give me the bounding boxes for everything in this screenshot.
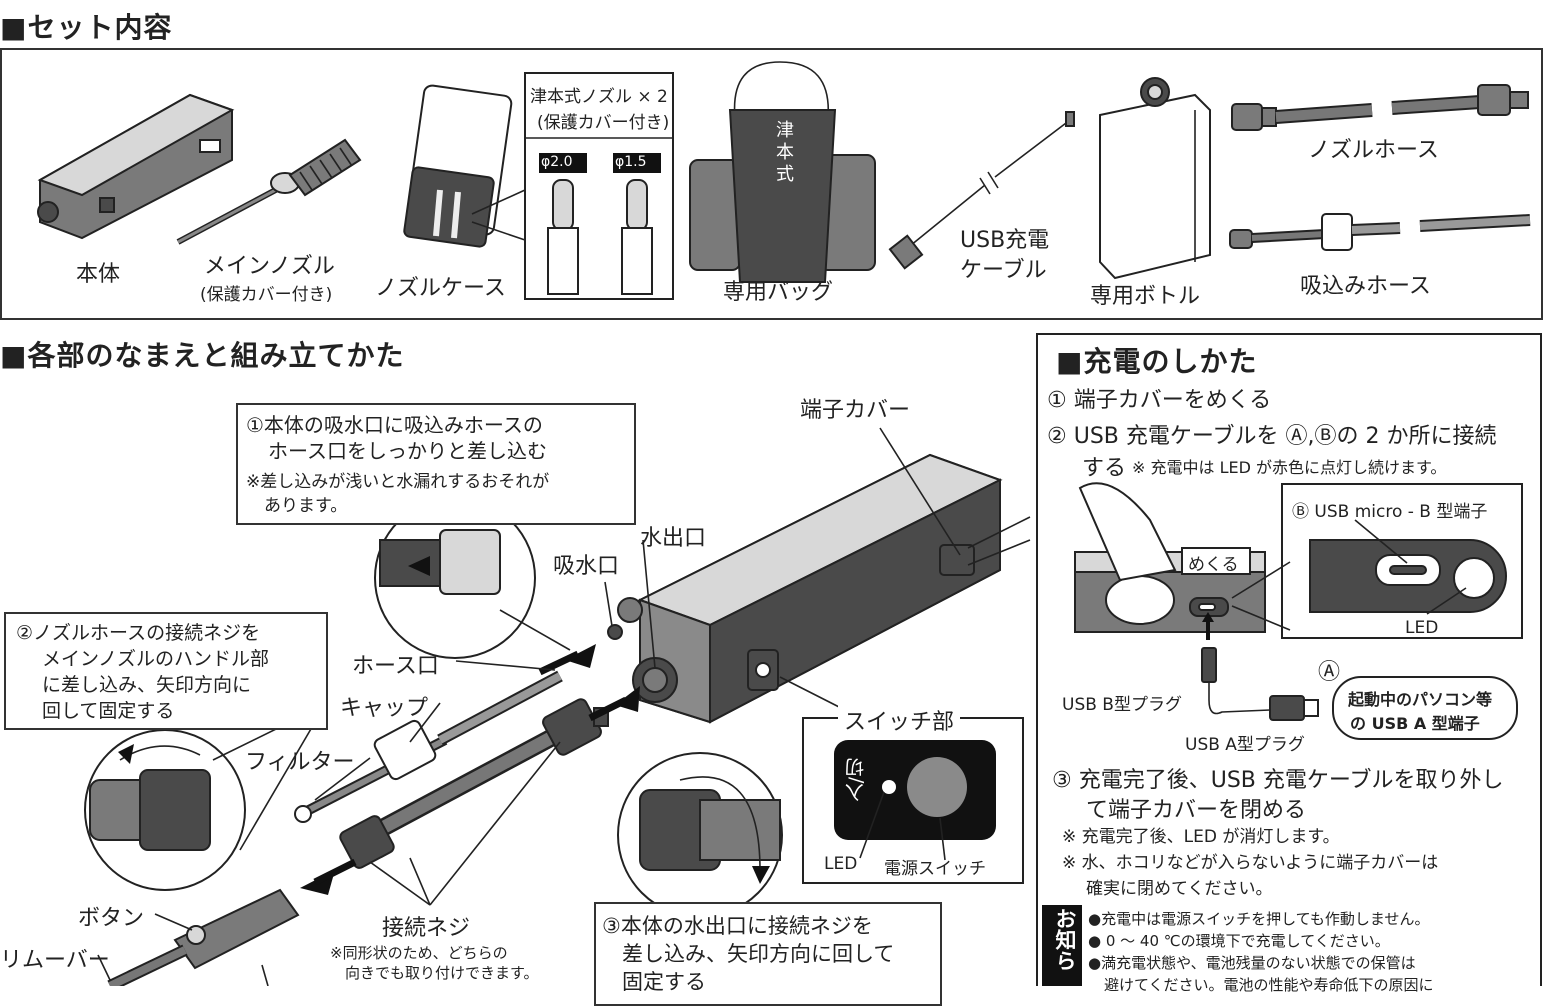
label-nozzle-case: ノズルケース xyxy=(375,276,506,301)
main-body-large-illustration xyxy=(607,427,1031,724)
charge-step2-line2: する xyxy=(1082,456,1127,481)
charge-illustration xyxy=(1042,482,1523,986)
step1-note2: あります。 xyxy=(264,496,348,516)
label-connect-screw: 接続ネジ xyxy=(382,916,471,941)
charge-note2-line2: 確実に閉めてください。 xyxy=(1086,879,1273,899)
step2-box: ②ノズルホースの接続ネジを メインノズルのハンドル部 に差し込み、矢印方向に 回… xyxy=(4,612,328,730)
pc-port-line1: 起動中のパソコン等 xyxy=(1348,690,1493,709)
label-cap: キャップ xyxy=(340,696,429,721)
label-terminal-cover: 端子カバー xyxy=(800,398,911,423)
label-remover: リムーバー xyxy=(0,948,110,973)
label-phi-1: φ1.5 xyxy=(615,154,647,170)
label-charge-led: LED xyxy=(1405,618,1439,638)
pc-port-line2: の USB A 型端子 xyxy=(1350,714,1480,733)
suction-hose-illustration xyxy=(1229,213,1531,251)
notice-bullet3: ●満充電状態や、電池残量のない状態での保管は xyxy=(1088,954,1416,972)
notice-bullet2: ● 0 ～ 40 ℃の環境下で充電してください。 xyxy=(1088,932,1390,950)
assembly-main-nozzle xyxy=(107,888,300,986)
label-phi-2: φ2.0 xyxy=(541,154,573,170)
step3-line2: 差し込み、矢印方向に回して xyxy=(622,942,895,966)
step2-line3: に差し込み、矢印方向に xyxy=(42,674,252,696)
step1-box: ①本体の吸水口に吸込みホースの ホース口をしっかりと差し込む ※差し込みが浅いと… xyxy=(236,403,636,525)
step3-line3: 固定する xyxy=(622,970,706,994)
notice-bullet4: 避けてください。電池の性能や寿命低下の原因に xyxy=(1104,976,1434,994)
switch-panel-illustration xyxy=(802,717,1024,884)
step3-line1: ③本体の水出口に接続ネジを xyxy=(602,914,873,938)
label-usb-micro: Ⓑ USB micro - B 型端子 xyxy=(1292,502,1488,522)
assembly-suction-hose xyxy=(294,670,563,823)
label-nozzle-hose: ノズルホース xyxy=(1308,138,1439,163)
hose-insert-detail xyxy=(374,497,571,659)
bottle-illustration xyxy=(1099,77,1211,280)
label-power-switch[interactable]: 電源スイッチ xyxy=(884,859,986,879)
label-water-out: 水出口 xyxy=(640,526,707,551)
body-unit-illustration xyxy=(37,93,235,240)
step1-note1: ※差し込みが浅いと水漏れするおそれが xyxy=(246,472,550,492)
label-bottle: 専用ボトル xyxy=(1090,284,1201,309)
notice-bullet1: ●充電中は電源スイッチを押しても作動しません。 xyxy=(1088,910,1430,928)
nozzle-hose-illustration xyxy=(1231,84,1529,131)
label-switch-section: スイッチ部 xyxy=(838,704,961,736)
charge-step1: ① 端子カバーをめくる xyxy=(1047,388,1272,413)
set-contents-title: ■セット内容 xyxy=(0,11,173,44)
label-usb-a-plug: USB A型プラグ xyxy=(1185,735,1305,755)
charge-step2-line1: ② USB 充電ケーブルを Ⓐ,Ⓑの 2 か所に接続 xyxy=(1047,424,1497,449)
charge-panel-frame xyxy=(1036,333,1542,986)
main-nozzle-illustration xyxy=(176,138,362,245)
screw-note1: ※同形状のため、どちらの xyxy=(330,944,508,962)
charge-note2-line1: ※ 水、ホコリなどが入らないように端子カバーは xyxy=(1062,853,1439,873)
bag-illustration xyxy=(689,61,876,283)
step1-line1: ①本体の吸水口に吸込みホースの xyxy=(246,413,543,437)
label-tsumoto-nozzle-note: (保護カバー付き) xyxy=(537,113,670,133)
label-usb-cable-2: ケーブル xyxy=(960,258,1047,283)
label-usb-cable-1: USB充電 xyxy=(960,228,1050,253)
tsumoto-nozzle-box xyxy=(524,72,674,300)
charge-title: ■充電のしかた xyxy=(1056,345,1258,378)
step2-line1: ②ノズルホースの接続ネジを xyxy=(16,622,261,644)
screw-note2: 向きでも取り付けできます。 xyxy=(345,964,539,982)
label-button: ボタン xyxy=(78,906,145,931)
label-main-nozzle-note: (保護カバー付き) xyxy=(200,285,333,305)
label-mark-a: Ⓐ xyxy=(1318,660,1341,685)
charge-step3-line1: ③ 充電完了後、USB 充電ケーブルを取り外し xyxy=(1052,768,1504,793)
bag-print-text: 津本式 xyxy=(773,120,794,186)
nozzle-case-illustration xyxy=(403,84,526,248)
water-out-detail xyxy=(617,752,783,918)
label-suction-hose: 吸込みホース xyxy=(1300,274,1431,299)
label-hose-port: ホース口 xyxy=(352,654,439,679)
parts-title: ■各部のなまえと組み立てかた xyxy=(0,339,405,372)
label-water-in: 吸水口 xyxy=(553,554,620,579)
usb-cable-illustration xyxy=(888,111,1075,270)
label-body: 本体 xyxy=(76,262,121,287)
step2-line4: 回して固定する xyxy=(42,700,175,722)
label-switch-led: LED xyxy=(824,854,858,874)
step2-line2: メインノズルのハンドル部 xyxy=(42,648,270,670)
charge-step2-note: ※ 充電中は LED が赤色に点灯し続けます。 xyxy=(1132,458,1447,477)
label-mekuru: めくる xyxy=(1188,555,1239,575)
label-main-nozzle: メインノズル xyxy=(204,254,335,279)
label-usb-b-plug: USB B型プラグ xyxy=(1062,695,1182,715)
label-filter: フィルター xyxy=(245,750,355,775)
label-tsumoto-nozzle: 津本式ノズル × 2 xyxy=(530,87,668,107)
step3-box: ③本体の水出口に接続ネジを 差し込み、矢印方向に回して 固定する xyxy=(594,902,942,1006)
nozzle-screw-detail xyxy=(84,729,246,891)
step1-line2: ホース口をしっかりと差し込む xyxy=(268,439,547,463)
charge-note1: ※ 充電完了後、LED が消灯します。 xyxy=(1062,827,1340,847)
switch-onoff-text: 入/切 xyxy=(845,758,867,803)
notice-label: お知ら xyxy=(1053,908,1077,971)
charge-step3-line2: て端子カバーを閉める xyxy=(1086,798,1307,823)
label-bag: 専用バッグ xyxy=(723,280,834,305)
